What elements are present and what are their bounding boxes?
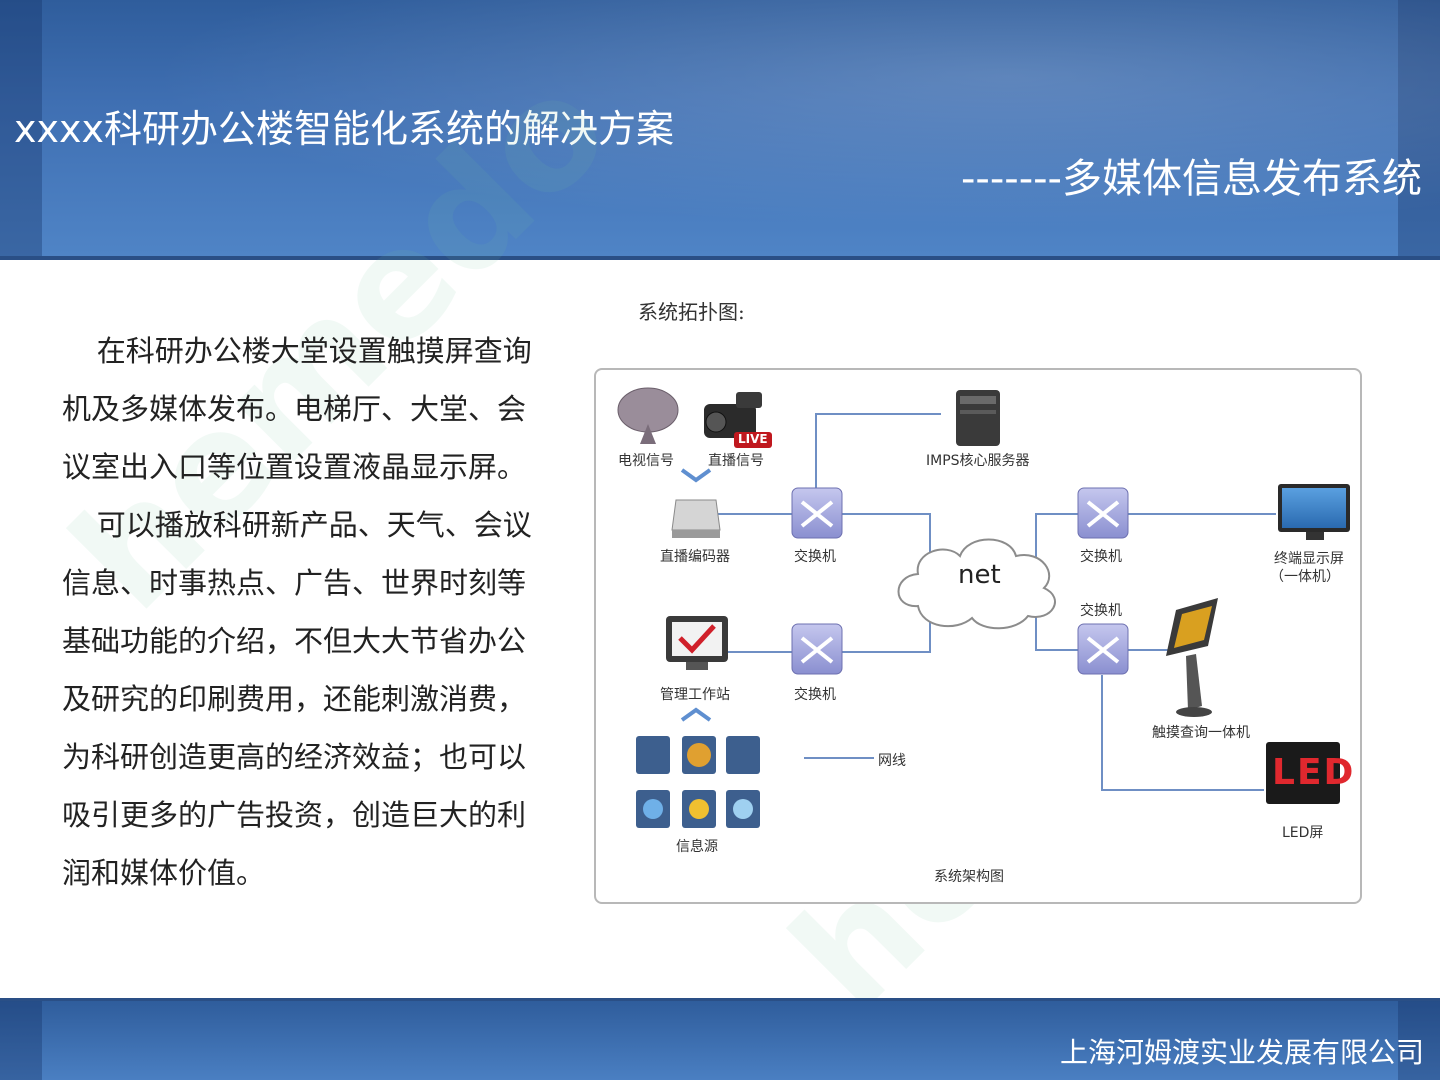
footer-right-stripe <box>1398 1001 1440 1080</box>
switch-icon-top-right <box>1077 487 1129 539</box>
topology-svg <box>617 387 1350 828</box>
label-terminal-display-sub: （一体机） <box>1270 569 1340 585</box>
label-mgmt-workstation: 管理工作站 <box>660 687 730 703</box>
link-cloud-to-switch-tr <box>1035 513 1078 570</box>
header-right-stripe <box>1398 0 1440 256</box>
label-switch-top-left: 交换机 <box>794 549 836 565</box>
workstation-icon <box>666 616 728 670</box>
legend-network-cable: 网线 <box>878 753 906 769</box>
body-paragraph-1: 在科研办公楼大堂设置触摸屏查询机及多媒体发布。电梯厅、大堂、会议室出入口等位置设… <box>62 334 532 484</box>
label-live-encoder: 直播编码器 <box>660 549 730 565</box>
label-touch-kiosk: 触摸查询一体机 <box>1152 725 1250 741</box>
topology-diagram: 电视信号 直播信号 LIVE IMPS核心服务器 直播编码器 交换机 net 交… <box>594 368 1362 904</box>
footer-left-stripe <box>0 1001 42 1080</box>
label-switch-top-right: 交换机 <box>1080 549 1122 565</box>
led-badge-text: LED <box>1272 752 1356 793</box>
header-band: xxxx科研办公楼智能化系统的解决方案 -------多媒体信息发布系统 <box>0 0 1440 260</box>
switch-icon-bottom-right <box>1077 623 1129 675</box>
header-left-stripe <box>0 0 42 256</box>
live-badge-text: LIVE <box>738 432 768 446</box>
satellite-dish-icon <box>617 387 679 444</box>
label-imps-server: IMPS核心服务器 <box>926 453 1030 469</box>
label-led-screen: LED屏 <box>1282 825 1324 841</box>
link-switch-tl-to-server <box>815 413 941 490</box>
label-terminal-display: 终端显示屏 <box>1274 551 1344 567</box>
diagram-footer-label: 系统架构图 <box>934 869 1004 885</box>
video-camera-icon <box>704 392 762 438</box>
info-source-icons <box>636 736 760 828</box>
header-sheen <box>0 0 1440 256</box>
label-info-source: 信息源 <box>676 839 718 855</box>
terminal-display-icon <box>1278 484 1350 540</box>
diagram-caption: 系统拓扑图: <box>638 300 745 324</box>
cloud-icon <box>897 538 1056 630</box>
cloud-net-label: net <box>958 560 1001 590</box>
led-screen-icon <box>1266 742 1340 804</box>
link-switch-br-to-led <box>1101 675 1264 791</box>
arrow-down-icon <box>680 468 712 483</box>
switch-icon-top-left <box>791 487 843 539</box>
label-tv-signal: 电视信号 <box>618 453 674 469</box>
footer-band: 上海河姆渡实业发展有限公司 <box>0 998 1440 1080</box>
link-switch-bl-to-cloud <box>842 605 931 653</box>
body-paragraph-2: 可以播放科研新产品、天气、会议信息、时事热点、广告、世界时刻等基础功能的介绍，不… <box>62 508 532 890</box>
live-badge <box>734 432 772 448</box>
server-icon <box>956 390 1000 446</box>
label-switch-bottom-left: 交换机 <box>794 687 836 703</box>
arrow-up-icon <box>680 707 712 722</box>
page-subtitle: -------多媒体信息发布系统 <box>960 156 1422 202</box>
page-title: xxxx科研办公楼智能化系统的解决方案 <box>14 107 674 151</box>
label-live-signal: 直播信号 <box>708 453 764 469</box>
body-text: 在科研办公楼大堂设置触摸屏查询机及多媒体发布。电梯厅、大堂、会议室出入口等位置设… <box>62 322 546 902</box>
company-name: 上海河姆渡实业发展有限公司 <box>1059 1036 1424 1069</box>
link-switch-tl-to-cloud <box>842 513 931 560</box>
touch-kiosk-icon <box>1166 598 1218 717</box>
switch-icon-bottom-left <box>791 623 843 675</box>
label-switch-bottom-right: 交换机 <box>1080 603 1122 619</box>
encoder-icon <box>671 499 721 538</box>
